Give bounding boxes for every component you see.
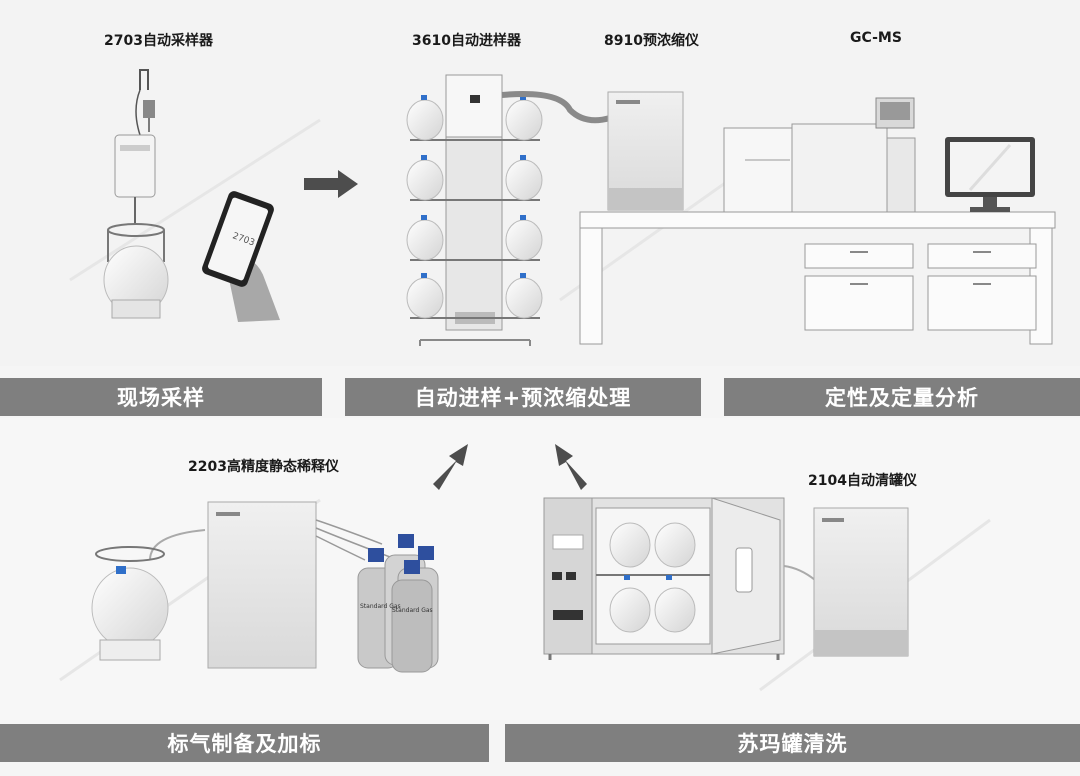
preconcentrator-box xyxy=(607,91,684,211)
gas-bottle-label-b: Standard Gas xyxy=(392,607,433,614)
canister-cleaner-box xyxy=(783,507,909,657)
cleaning-oven xyxy=(543,497,785,660)
sampler-label: 2703自动采样器 xyxy=(104,33,213,49)
canister-cleaner-label: 2104自动清罐仪 xyxy=(808,473,917,489)
gas-bottles: Standard Gas Standard Gas xyxy=(315,519,439,673)
stage-field-sampling: 现场采样 xyxy=(0,378,322,416)
lab-bench xyxy=(579,211,1056,345)
diluter-label: 2203高精度静态稀释仪 xyxy=(188,459,339,475)
autosampler-label: 3610自动进样器 xyxy=(412,33,521,49)
gas-bottle-label-a: Standard Gas xyxy=(360,603,401,610)
transfer-tube xyxy=(501,91,611,124)
small-canister xyxy=(91,529,206,661)
preconcentrator-label: 8910预浓缩仪 xyxy=(604,33,699,49)
gcms-label: GC-MS xyxy=(850,30,902,46)
arrow-right-icon xyxy=(304,170,358,198)
stage-canister-cleaning: 苏玛罐清洗 xyxy=(505,724,1080,762)
stage-analysis: 定性及定量分析 xyxy=(724,378,1080,416)
computer-monitor xyxy=(945,137,1035,212)
autosampler-tower xyxy=(406,74,543,346)
sampler-device xyxy=(103,69,169,319)
arrow-up-icon xyxy=(555,444,587,490)
stage-auto-injection: 自动进样+预浓缩处理 xyxy=(345,378,701,416)
arrow-up-icon xyxy=(433,444,468,490)
stage-standard-prep: 标气制备及加标 xyxy=(0,724,489,762)
smartphone: 2703 xyxy=(202,191,280,322)
diluter-box xyxy=(207,501,317,669)
gcms-instrument xyxy=(723,97,916,213)
